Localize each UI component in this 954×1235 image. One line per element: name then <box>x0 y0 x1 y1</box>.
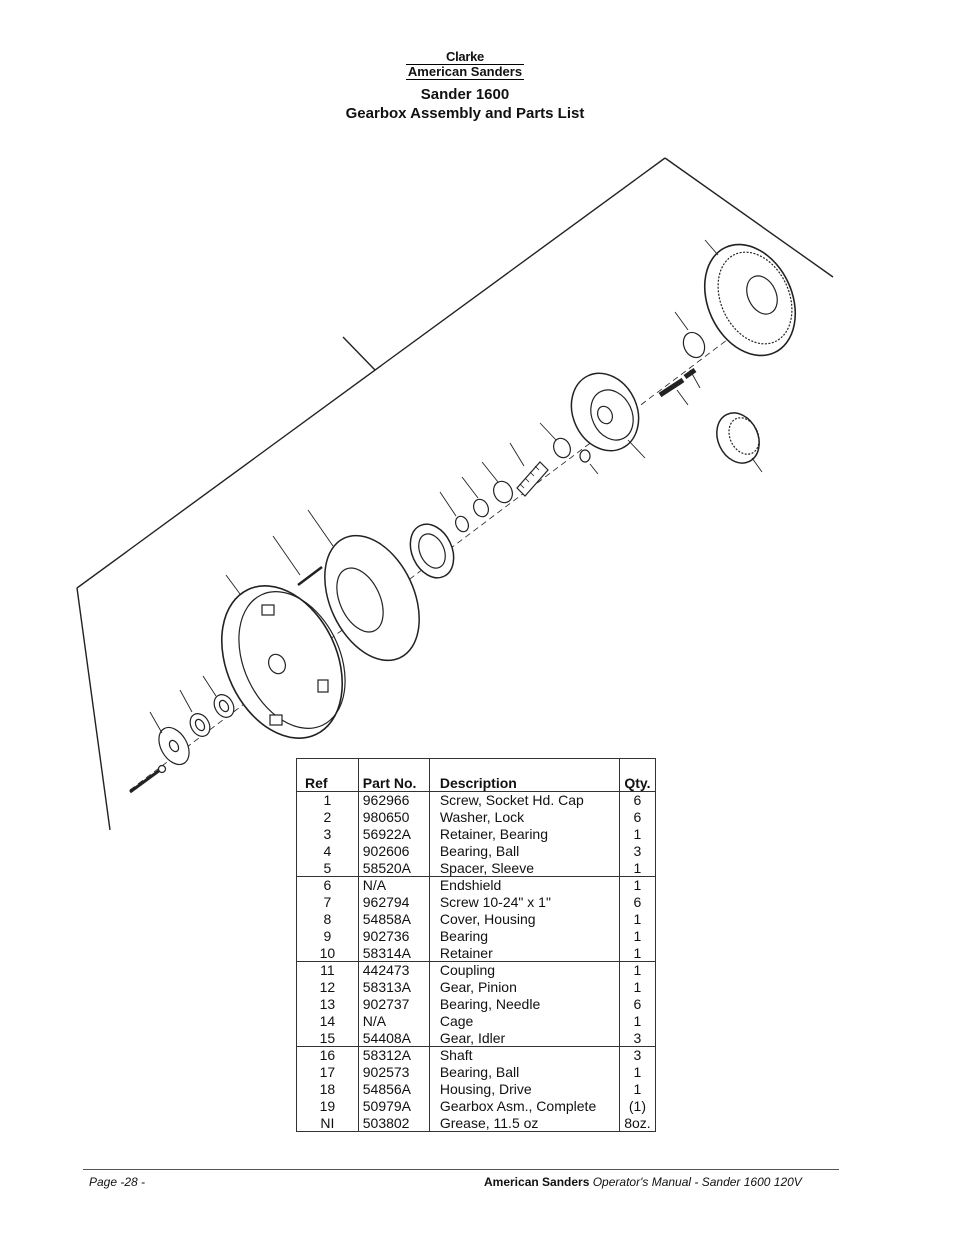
housing-cover-part <box>324 534 420 662</box>
endshield-part <box>220 585 346 739</box>
cage-part <box>570 372 640 452</box>
bearing-retainer-part <box>158 726 190 766</box>
col-description: Description <box>428 758 620 792</box>
page-header: Clarke American Sanders Sander 1600 Gear… <box>0 50 930 124</box>
col-qty: Qty. <box>618 758 656 792</box>
page-title: Sander 1600 <box>420 86 510 103</box>
bracket-leader <box>342 336 376 371</box>
ball-bearing-part <box>189 694 235 737</box>
footer-divider <box>83 1169 839 1170</box>
page-number: Page -28 - <box>89 1175 146 1189</box>
pinion-gear-part <box>516 461 549 497</box>
large-bearing-part <box>409 523 455 579</box>
drive-housing-part <box>703 243 797 357</box>
footer-manual-title: American Sanders Operator's Manual - San… <box>484 1175 802 1189</box>
idler-gear-part <box>716 412 760 464</box>
clarke-logo: Clarke <box>446 49 484 64</box>
socket-screw-part <box>129 764 167 794</box>
bracket-line-left <box>76 587 111 831</box>
table-header-row: Ref Part No. Description Qty. <box>296 758 656 792</box>
footer-manual-name: Operator's Manual - Sander 1600 120V <box>589 1175 802 1189</box>
bracket-line-top <box>76 157 666 589</box>
page-subtitle: Gearbox Assembly and Parts List <box>345 105 585 122</box>
bracket-line-right <box>664 157 834 278</box>
american-sanders-logo: American Sanders <box>405 64 525 80</box>
col-ref: Ref <box>296 758 359 792</box>
footer-brand: American Sanders <box>484 1175 590 1189</box>
col-part-no: Part No. <box>357 758 430 792</box>
